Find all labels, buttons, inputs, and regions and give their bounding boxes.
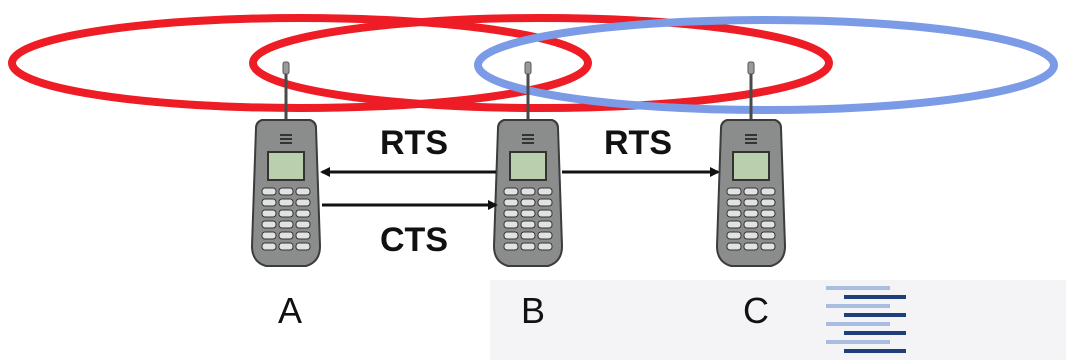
range-ellipse-c bbox=[474, 16, 1058, 114]
node-label-a: A bbox=[277, 290, 303, 331]
node-label-c: C bbox=[743, 290, 769, 331]
cts-label: CTS bbox=[380, 221, 448, 259]
range-ellipse-a bbox=[8, 14, 592, 112]
range-ellipse-b bbox=[249, 14, 833, 112]
rts-label-left: RTS bbox=[380, 124, 448, 162]
rts-label-right: RTS bbox=[604, 124, 672, 162]
node-label-b: B bbox=[520, 290, 546, 331]
bottom-background-panel bbox=[490, 280, 1066, 360]
striped-lines-logo bbox=[826, 286, 906, 353]
